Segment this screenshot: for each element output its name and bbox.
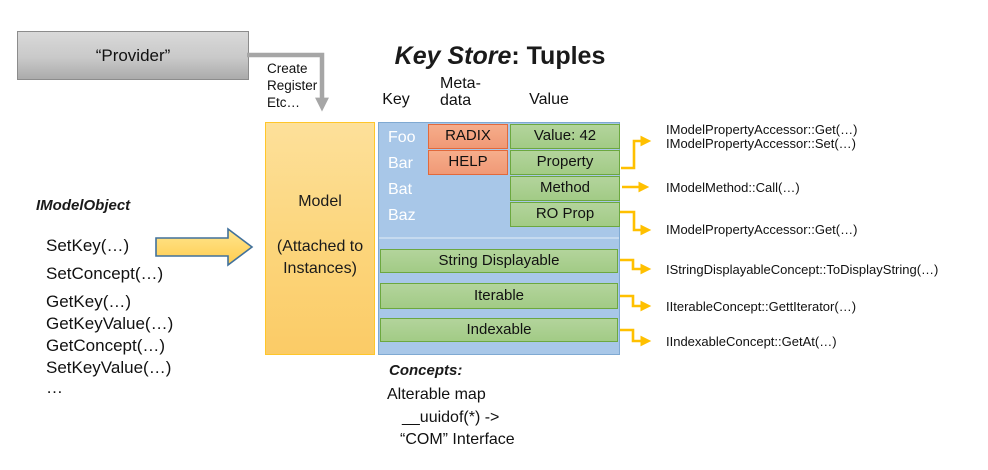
- method-ellipsis: …: [46, 378, 63, 397]
- provider-box: “Provider”: [17, 31, 249, 80]
- iface-indexable: IIndexableConcept::GetAt(…): [666, 334, 837, 349]
- value-ro-prop: RO Prop: [510, 202, 620, 227]
- create-register-label: Create Register Etc…: [267, 60, 337, 111]
- model-label: Model: [298, 193, 342, 210]
- concept-iterable: Iterable: [380, 283, 618, 309]
- iterable-arrow: [620, 294, 652, 312]
- iface-roprop-get: IModelPropertyAccessor::Get(…): [666, 222, 858, 237]
- method-setconcept: SetConcept(…): [46, 264, 164, 283]
- method-setkeyvalue: SetKeyValue(…): [46, 358, 172, 377]
- string-displayable-arrow: [620, 258, 652, 275]
- ro-prop-arrow: [620, 210, 652, 236]
- page-title: Key Store: Tuples: [340, 42, 660, 71]
- concepts-alterable-map: Alterable map: [387, 386, 486, 403]
- metadata-header-line1: Meta-: [440, 75, 481, 92]
- value-property: Property: [510, 150, 620, 175]
- iface-property-get: IModelPropertyAccessor::Get(…): [666, 122, 858, 137]
- column-header-metadata: Meta- data: [440, 75, 492, 109]
- key-store-table: Foo Bar Bat Baz RADIX HELP Value: 42 Pro…: [378, 122, 620, 355]
- concept-indexable: Indexable: [380, 318, 618, 342]
- method-getconcept: GetConcept(…): [46, 336, 166, 355]
- concept-string-displayable: String Displayable: [380, 249, 618, 273]
- connector-line-create: Create: [267, 61, 308, 76]
- key-foo: Foo: [388, 129, 416, 146]
- iface-method-call: IModelMethod::Call(…): [666, 180, 800, 195]
- key-bar: Bar: [388, 155, 413, 172]
- metadata-header-line2: data: [440, 92, 472, 109]
- key-bat: Bat: [388, 181, 413, 198]
- table-separator: [379, 237, 619, 239]
- value-42: Value: 42: [510, 124, 620, 149]
- method-getkey: GetKey(…): [46, 292, 132, 311]
- metadata-help: HELP: [428, 150, 508, 175]
- concepts-uuidof: __uuidof(*) ->: [402, 409, 500, 426]
- connector-line-etc: Etc…: [267, 95, 301, 110]
- title-key-store: Key Store: [394, 42, 512, 70]
- indexable-arrow: [620, 328, 652, 347]
- method-setkey: SetKey(…): [46, 236, 130, 255]
- concepts-com-interface: “COM” Interface: [400, 431, 515, 448]
- property-arrow: [621, 135, 652, 170]
- value-method: Method: [510, 176, 620, 201]
- iface-property-set: IModelPropertyAccessor::Set(…): [666, 136, 857, 151]
- column-header-key: Key: [382, 91, 410, 108]
- method-getkeyvalue: GetKeyValue(…): [46, 314, 174, 333]
- iface-string-displayable: IStringDisplayableConcept::ToDisplayStri…: [666, 262, 939, 277]
- column-header-value: Value: [529, 91, 569, 108]
- concepts-heading: Concepts:: [389, 362, 463, 379]
- model-box: Model (Attached to Instances): [265, 122, 375, 355]
- model-attached-note: (Attached to Instances): [276, 238, 364, 277]
- metadata-radix: RADIX: [428, 124, 508, 149]
- iface-iterable: IIterableConcept::GettIterator(…): [666, 299, 857, 314]
- imodelobject-heading: IModelObject: [36, 197, 131, 214]
- connector-line-register: Register: [267, 78, 318, 93]
- key-baz: Baz: [388, 207, 416, 224]
- title-tuples: : Tuples: [511, 42, 606, 70]
- imodelobject-to-model-arrow: [155, 227, 254, 267]
- provider-label: “Provider”: [95, 45, 171, 65]
